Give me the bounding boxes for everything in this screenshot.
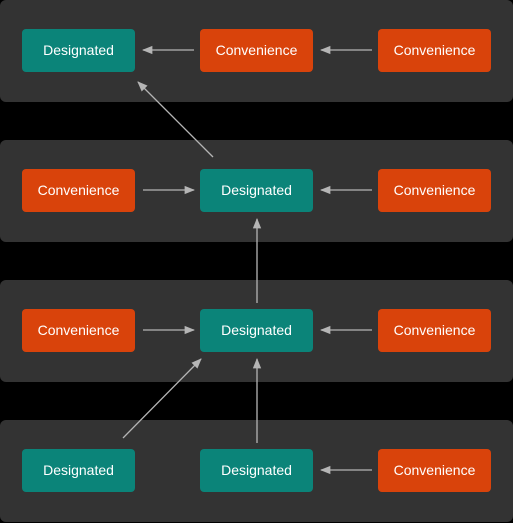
row-2-node-3: Convenience <box>378 169 491 212</box>
row-4-node-1: Designated <box>22 449 135 492</box>
row-3-node-1: Convenience <box>22 309 135 352</box>
row-1-node-1: Designated <box>22 29 135 72</box>
row-1-node-2: Convenience <box>200 29 313 72</box>
row-2-node-2: Designated <box>200 169 313 212</box>
row-4-node-3: Convenience <box>378 449 491 492</box>
row-1-node-3: Convenience <box>378 29 491 72</box>
row-3-node-3: Convenience <box>378 309 491 352</box>
row-3-node-2: Designated <box>200 309 313 352</box>
row-2-node-1: Convenience <box>22 169 135 212</box>
row-4-node-2: Designated <box>200 449 313 492</box>
